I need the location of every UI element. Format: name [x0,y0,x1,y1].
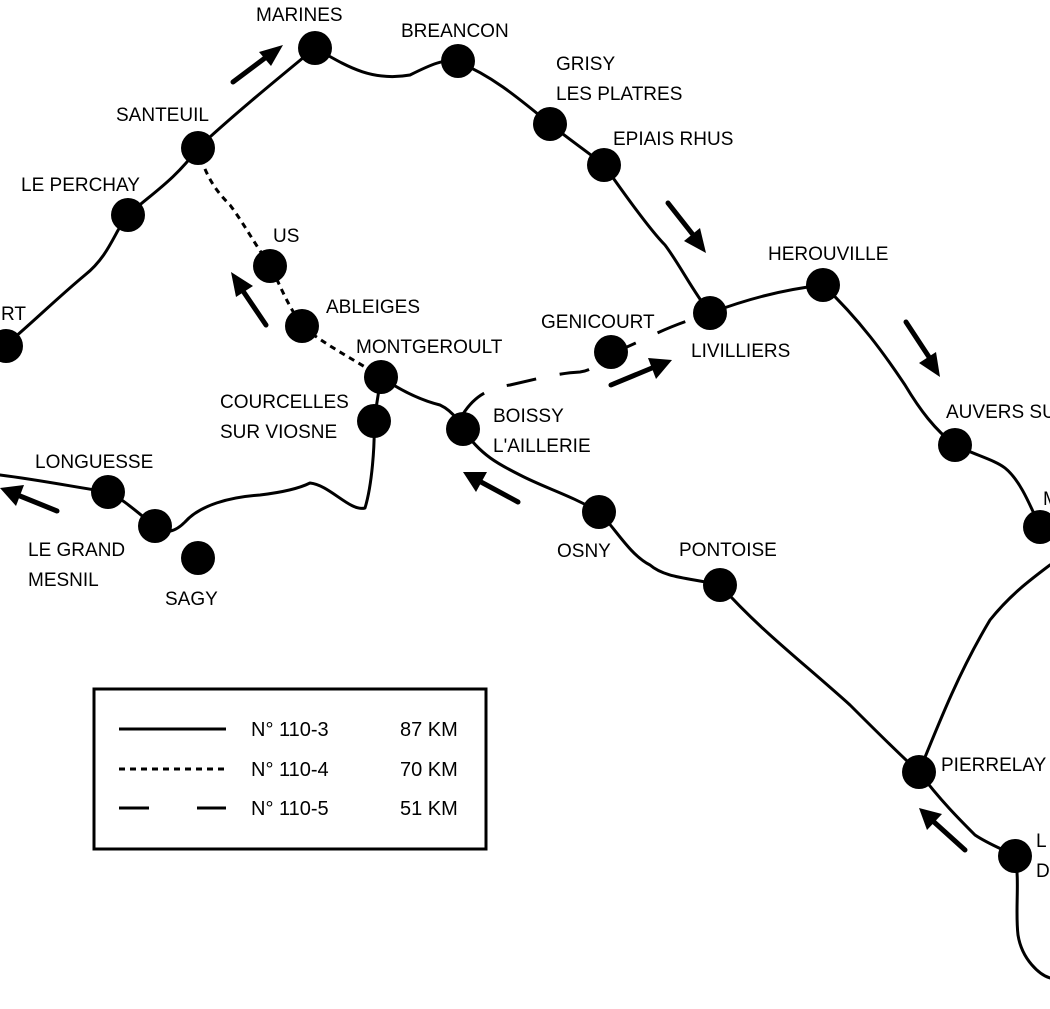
arrow-icon [0,485,60,514]
stop-auvers [938,428,972,462]
stop-genicourt [594,335,628,369]
label-marines: MARINES [256,5,343,26]
arrow-icon [230,45,283,85]
legend-item-name: N° 110-4 [251,759,329,781]
stop-livilliers [693,296,727,330]
place-labels: MARINES BREANCON GRISY LES PLATRES EPIAI… [1,5,1050,882]
stop-le-grand-mesnil [138,509,172,543]
stop-rt [0,329,23,363]
arrow-icon [463,472,521,505]
route-110-3-north-loop [0,46,712,352]
stop-le-perchay [111,198,145,232]
legend-item-distance: 51 KM [400,798,458,820]
legend-item-distance: 87 KM [400,719,458,741]
legend: N° 110-3 87 KM N° 110-4 70 KM N° 110-5 5… [92,687,488,851]
label-genicourt: GENICOURT [541,312,655,333]
direction-arrows [0,45,968,853]
stop-sagy [181,541,215,575]
label-livilliers: LIVILLIERS [691,341,790,362]
legend-item-distance: 70 KM [400,759,458,781]
stop-pierrelaye [902,755,936,789]
label-sagy: SAGY [165,589,218,610]
label-boissy: BOISSY [493,406,564,427]
label-us: US [273,226,299,247]
route-110-5 [461,318,691,415]
stop-herouville [806,268,840,302]
label-breancon: BREANCON [401,21,509,42]
label-grisy: GRISY [556,54,615,75]
legend-item-name: N° 110-3 [251,719,329,741]
legend-box [92,687,488,851]
stop-marines [298,31,332,65]
label-rt: RT [1,304,26,325]
route-110-4-path [196,147,382,379]
label-pierrelaye: PIERRELAY [941,755,1047,776]
label-ableiges: ABLEIGES [326,297,420,318]
label-mesnil: MESNIL [28,570,99,591]
label-montgeroult: MONTGEROULT [356,337,503,358]
label-pontoise: PONTOISE [679,540,777,561]
label-epiais-rhus: EPIAIS RHUS [613,129,733,150]
route-110-5-path [461,318,691,415]
stop-epiais-rhus [587,148,621,182]
arrow-icon [919,808,968,853]
label-santeuil: SANTEUIL [116,105,209,126]
stop-grisy [533,107,567,141]
route-110-3-pierrelaye-branch [917,563,1050,774]
route-110-4 [196,147,382,379]
legend-item-name: N° 110-5 [251,798,329,820]
arrow-icon [665,200,706,253]
label-le-grand: LE GRAND [28,540,125,561]
stop-pontoise [703,568,737,602]
stop-longuesse [91,475,125,509]
stop-santeuil [181,131,215,165]
label-l: L [1036,831,1047,852]
route-110-3-east-segment [708,283,1042,529]
stop-boissy [446,412,480,446]
label-sur-viosne: SUR VIOSNE [220,422,337,443]
route-110-3-far-south [917,770,1050,980]
stop-osny [582,495,616,529]
arrow-icon [608,358,672,388]
label-m: M [1043,489,1050,510]
label-laillerie: L'AILLERIE [493,436,591,457]
label-longuesse: LONGUESSE [35,452,153,473]
label-d: D [1036,861,1050,882]
stop-us [253,249,287,283]
label-osny: OSNY [557,541,611,562]
label-le-perchay: LE PERCHAY [21,175,140,196]
label-les-platres: LES PLATRES [556,84,682,105]
stop-ableiges [285,309,319,343]
arrow-icon [903,319,940,377]
stop-breancon [441,44,475,78]
stop-courcelles [357,404,391,438]
stops [0,31,1050,873]
label-courcelles: COURCELLES [220,392,349,413]
arrow-icon [231,272,269,328]
stop-montgeroult [364,360,398,394]
stop-l [998,839,1032,873]
label-auvers: AUVERS SU [946,402,1050,423]
stop-m [1023,510,1050,544]
label-herouville: HEROUVILLE [768,244,888,265]
